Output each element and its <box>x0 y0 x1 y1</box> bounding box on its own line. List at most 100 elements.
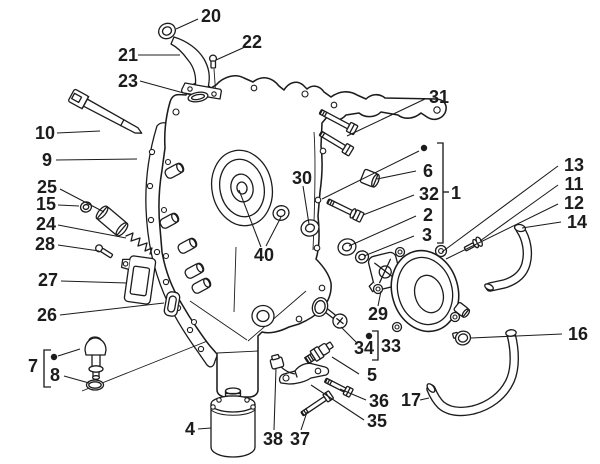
callout-6: 6 <box>423 161 433 181</box>
callout-24: 24 <box>36 214 56 234</box>
assembly-dot-leader-1 <box>57 348 81 357</box>
leader-34 <box>340 326 357 343</box>
breather-pipe-assembly <box>158 22 223 103</box>
callout-26: 26 <box>37 305 57 325</box>
leader-11 <box>479 184 559 242</box>
pump-cover-1 <box>372 244 471 333</box>
leader-20 <box>175 18 199 30</box>
leader-24 <box>57 224 127 239</box>
callout-36: 36 <box>369 391 389 411</box>
leader-26 <box>59 302 165 316</box>
pump-oring <box>311 296 329 318</box>
leader-16 <box>470 333 563 339</box>
callout-4: 4 <box>185 419 195 439</box>
leader-36 <box>339 388 367 401</box>
callout-15: 15 <box>36 194 56 214</box>
spring-24 <box>125 232 153 255</box>
leader-30 <box>302 185 310 225</box>
callout-25: 25 <box>37 177 57 197</box>
leader-10 <box>56 130 101 134</box>
callout-2: 2 <box>423 205 433 225</box>
callout-5: 5 <box>367 365 377 385</box>
callout-8: 8 <box>50 365 60 385</box>
screw-34 <box>324 308 348 329</box>
callout-31: 31 <box>429 87 449 107</box>
leader-6 <box>376 170 417 180</box>
callout-38: 38 <box>263 429 283 449</box>
cover-bosses <box>159 162 212 294</box>
leader-2 <box>348 215 417 247</box>
callout-37: 37 <box>290 429 310 449</box>
plate-27 <box>120 255 157 305</box>
bolt-36 <box>324 377 354 398</box>
group-bracket-1 <box>43 349 51 388</box>
assembly-dot-leader-3 <box>321 150 420 200</box>
bolt-28 <box>95 244 114 259</box>
bracket-35 <box>278 362 330 385</box>
callout-22: 22 <box>242 32 262 52</box>
oring-8 <box>85 379 105 391</box>
hose-14 <box>484 223 533 292</box>
callout-34: 34 <box>354 338 374 358</box>
assembly-dot-1 <box>50 353 58 361</box>
bolt-32 <box>326 198 365 223</box>
callout-13: 13 <box>564 155 584 175</box>
leader-40-2 <box>238 189 262 248</box>
leader-5 <box>331 356 360 375</box>
leader-27 <box>60 280 128 284</box>
cover-spout <box>453 301 471 318</box>
leader-38 <box>273 367 277 431</box>
leader-25 <box>59 188 105 213</box>
bolt-37 <box>300 390 334 417</box>
clamp-16 <box>452 330 472 346</box>
callout-11: 11 <box>564 174 583 194</box>
gasket-26 <box>163 291 181 317</box>
callout-14: 14 <box>567 212 587 232</box>
leader-22 <box>215 46 246 61</box>
callout-33: 33 <box>381 336 401 356</box>
leader-15 <box>57 204 80 207</box>
assembly-dot-2 <box>365 332 373 340</box>
callout-10: 10 <box>35 123 55 143</box>
pressure-switch-5 <box>304 341 334 365</box>
leader-37 <box>300 411 308 431</box>
bolts-31 <box>318 109 359 157</box>
leader-17 <box>419 397 430 401</box>
callout-17: 17 <box>401 390 421 410</box>
callout-1: 1 <box>451 183 461 203</box>
leader-28 <box>57 244 100 252</box>
leader-9 <box>55 158 138 161</box>
callout-12: 12 <box>564 193 584 213</box>
callout-7: 7 <box>28 356 38 376</box>
callout-23: 23 <box>118 71 138 91</box>
callout-40: 40 <box>254 245 274 265</box>
leader-40 <box>265 216 282 247</box>
leader-8 <box>63 375 90 384</box>
callout-16: 16 <box>568 324 588 344</box>
callout-20: 20 <box>201 6 221 26</box>
bolt-11 <box>463 236 483 252</box>
breather-pipe <box>170 36 210 90</box>
callout-30: 30 <box>292 168 312 188</box>
callout-9: 9 <box>42 150 52 170</box>
callout-35: 35 <box>367 411 387 431</box>
callout-27: 27 <box>38 270 58 290</box>
leader-14 <box>521 221 562 229</box>
oil-filter-4 <box>210 387 256 458</box>
leader-4 <box>197 427 212 430</box>
drain-plug-7 <box>84 336 107 380</box>
callout-32: 32 <box>419 184 439 204</box>
sensor-38 <box>269 353 296 375</box>
leader-12 <box>445 203 559 260</box>
pipe-seal-ring <box>158 22 176 40</box>
tappet-25 <box>95 205 129 237</box>
leader-23 <box>139 80 192 96</box>
leader-32 <box>362 194 415 216</box>
hose-17 <box>426 329 519 417</box>
filter-union-opening <box>251 304 275 328</box>
pipe-bolt <box>208 54 218 69</box>
seal-rings <box>272 205 370 264</box>
